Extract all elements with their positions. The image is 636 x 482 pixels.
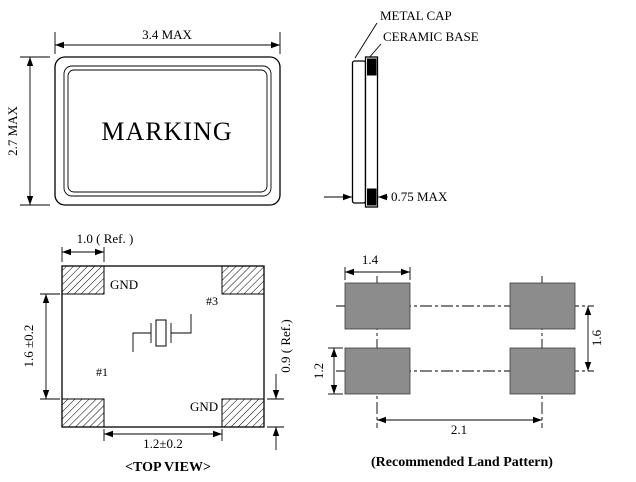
dim-pad-width-ref: 1.0 ( Ref. ) [61, 231, 134, 262]
dim-pad-height-ref: 0.9 ( Ref.) [267, 319, 293, 450]
top-view-caption: <TOP VIEW> [125, 460, 211, 475]
dim-0-9-ref-label: 0.9 ( Ref.) [278, 319, 293, 372]
pad-bottom-left [61, 398, 105, 428]
arrow-left [55, 41, 64, 49]
dim-package-height: 2.7 MAX [5, 56, 50, 206]
package-outline [54, 56, 281, 206]
land-pad-bottom-right [509, 347, 576, 395]
land-pad-bottom-left [344, 347, 411, 395]
dim-thickness: 0.75 MAX [324, 189, 448, 204]
lp-dim-1-4-label: 1.4 [362, 252, 379, 267]
dim-vertical-gap: 1.6 ±0.2 [21, 293, 60, 400]
dim-land-pad-width: 1.4 [344, 252, 411, 280]
metal-cap-label: METAL CAP [380, 8, 452, 23]
dim-3-4-max-label: 3.4 MAX [142, 27, 192, 42]
dim-land-col-pitch: 2.1 [377, 416, 542, 437]
crystal-lead-pin3 [171, 314, 192, 334]
lp-dim-1-2-label: 1.2 [311, 363, 326, 379]
gnd-label-top: GND [110, 277, 138, 292]
pad-top-left [61, 265, 105, 295]
marking-text: MARKING [101, 117, 232, 146]
arrow-left-in [378, 193, 387, 201]
crystal-symbol [132, 314, 192, 352]
dim-land-pad-height: 1.2 [311, 347, 343, 395]
pad-top-view: GND #3 #1 GND 1.0 ( Ref. ) 1 [21, 231, 293, 475]
gnd-label-bottom: GND [190, 399, 218, 414]
terminal-pad-top [367, 58, 377, 76]
lp-dim-1-6-label: 1.6 [589, 329, 604, 346]
arrow-down [26, 196, 34, 205]
metal-cap-leader-line [354, 22, 378, 59]
pin1-label: #1 [96, 365, 108, 379]
lp-dim-2-1-label: 2.1 [451, 422, 467, 437]
dim-1-2-label: 1.2±0.2 [143, 436, 183, 451]
arrow-up [26, 57, 34, 66]
dim-1-6-label: 1.6 ±0.2 [21, 325, 36, 368]
package-inner-outline-2 [67, 69, 268, 193]
metal-cap-shape [351, 60, 367, 204]
dim-land-row-pitch: 1.6 [584, 306, 604, 371]
land-pattern-view: 1.4 1.2 1.6 2.1 (Recommended Land Patter… [311, 252, 604, 470]
dim-package-width: 3.4 MAX [54, 27, 281, 54]
land-pad-top-right [509, 282, 576, 330]
package-side-view: METAL CAP CERAMIC BASE 0.75 MAX [324, 8, 479, 208]
ceramic-base-shape [364, 56, 379, 208]
package-top-view: MARKING 3.4 MAX 2.7 MAX [5, 27, 281, 206]
pad-bottom-right [221, 398, 265, 428]
terminal-pad-bottom [367, 188, 377, 206]
land-pad-top-left [344, 282, 411, 330]
arrow-right-in [343, 193, 352, 201]
pad-view-outline [61, 265, 265, 428]
pin3-label: #3 [206, 294, 218, 308]
dim-1-0-ref-label: 1.0 ( Ref. ) [77, 231, 134, 246]
dim-inner-gap: 1.2±0.2 [103, 429, 223, 451]
pad-top-right [221, 265, 265, 295]
dim-0-75-max-label: 0.75 MAX [391, 189, 448, 204]
package-inner-outline-1 [63, 65, 272, 197]
dim-2-7-max-label: 2.7 MAX [5, 105, 20, 155]
crystal-lead-pin1 [132, 332, 151, 352]
ceramic-base-label: CERAMIC BASE [383, 29, 479, 44]
land-pattern-caption: (Recommended Land Pattern) [371, 455, 553, 470]
arrow-right [271, 41, 280, 49]
